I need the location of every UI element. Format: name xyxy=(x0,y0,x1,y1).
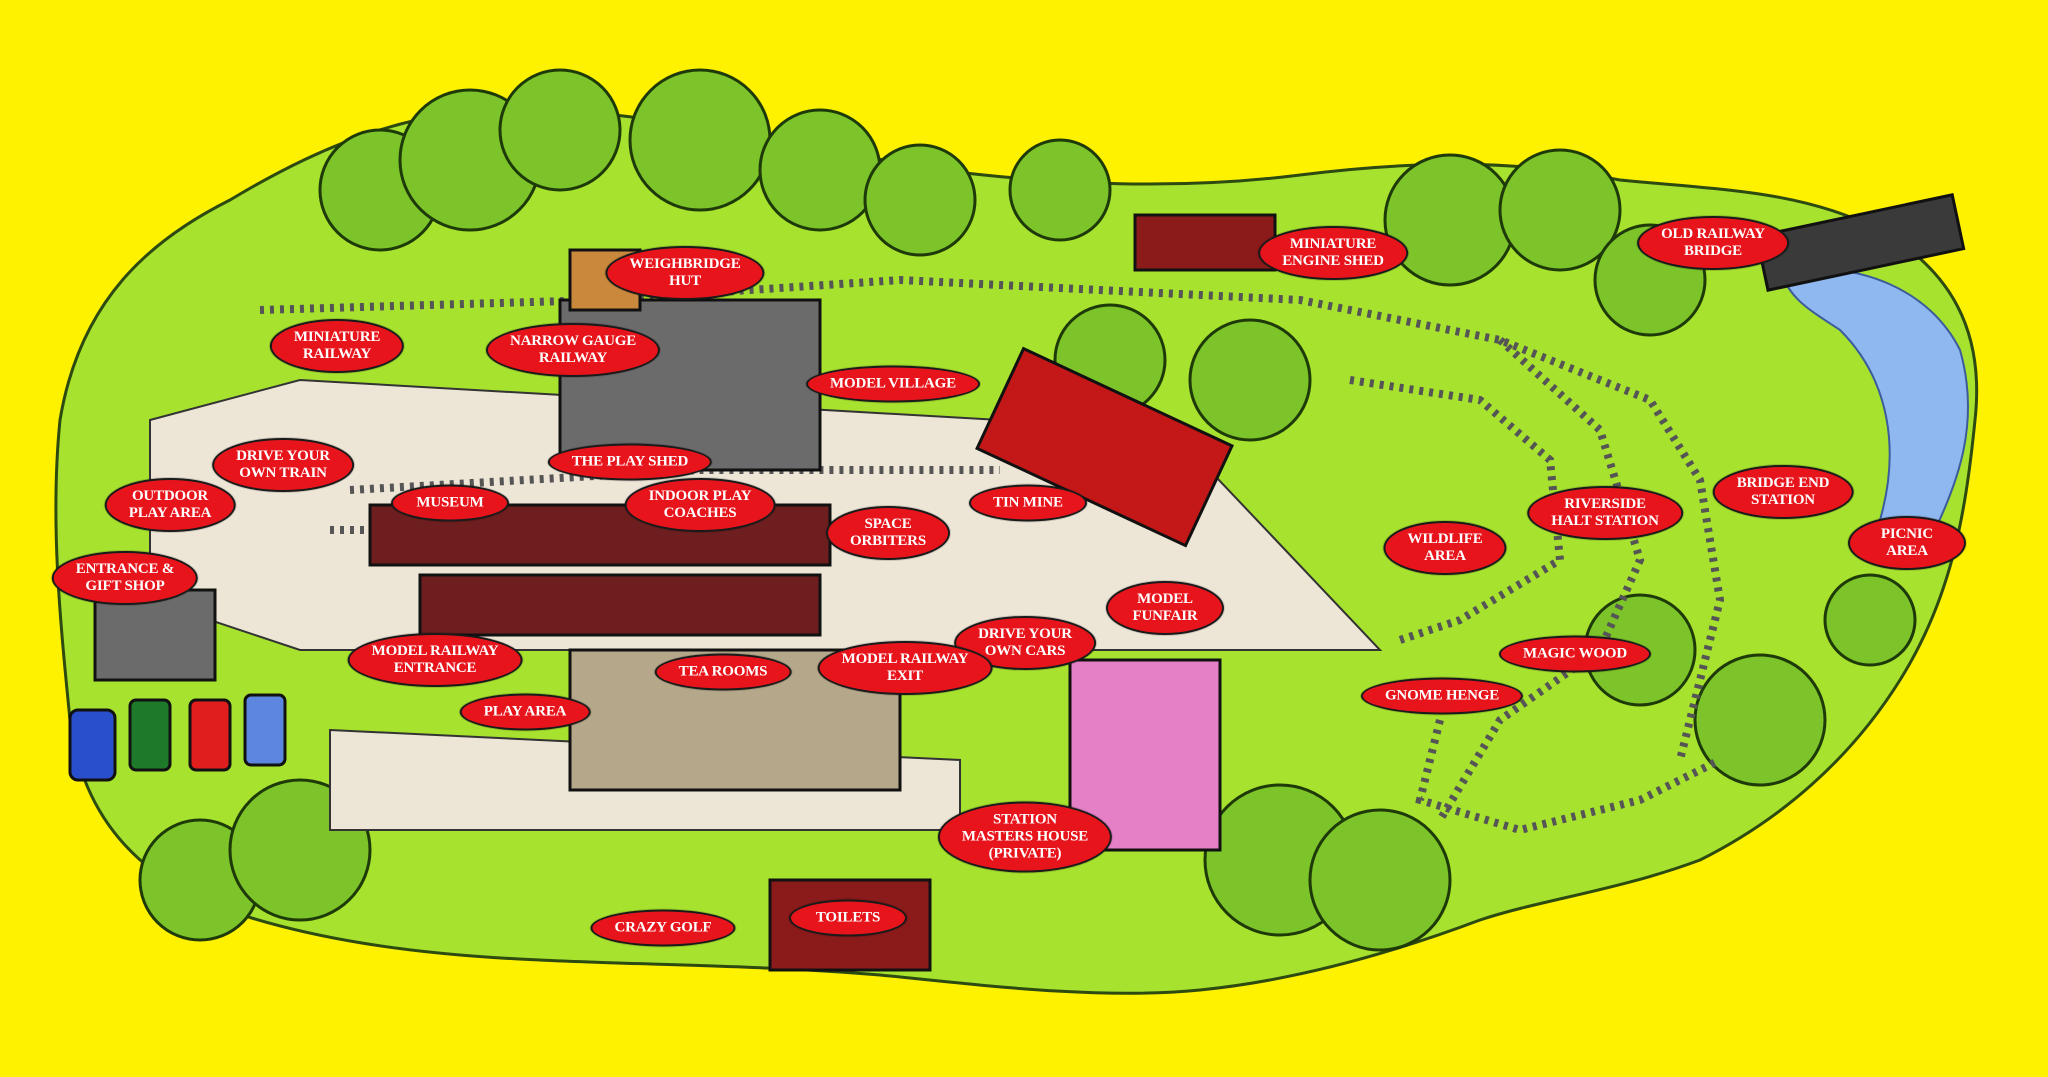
map-label-model-village[interactable]: MODEL VILLAGE xyxy=(806,365,980,403)
engine-shed-building xyxy=(1133,213,1277,272)
map-label-museum[interactable]: MUSEUM xyxy=(391,484,509,522)
map-label-wildlife-area[interactable]: WILDLIFE AREA xyxy=(1383,521,1507,575)
map-label-tea-rooms[interactable]: TEA ROOMS xyxy=(654,653,792,691)
map-label-gnome-henge[interactable]: GNOME HENGE xyxy=(1360,677,1524,715)
map-label-riverside-halt-station[interactable]: RIVERSIDE HALT STATION xyxy=(1527,486,1683,540)
map-label-picnic-area[interactable]: PICNIC AREA xyxy=(1848,516,1966,570)
map-label-model-funfair[interactable]: MODEL FUNFAIR xyxy=(1106,581,1224,635)
map-label-drive-your-own-train[interactable]: DRIVE YOUR OWN TRAIN xyxy=(212,438,354,492)
map-label-space-orbiters[interactable]: SPACE ORBITERS xyxy=(826,506,950,560)
map-label-toilets[interactable]: TOILETS xyxy=(789,899,907,937)
map-label-miniature-engine-shed[interactable]: MINIATURE ENGINE SHED xyxy=(1258,226,1408,280)
map-label-station-masters-house[interactable]: STATION MASTERS HOUSE (PRIVATE) xyxy=(937,801,1113,873)
map-label-tin-mine[interactable]: TIN MINE xyxy=(969,484,1087,522)
map-label-model-railway-entrance[interactable]: MODEL RAILWAY ENTRANCE xyxy=(347,633,523,687)
map-label-entrance-gift-shop[interactable]: ENTRANCE & GIFT SHOP xyxy=(51,551,199,605)
map-label-the-play-shed[interactable]: THE PLAY SHED xyxy=(547,443,713,481)
coaches-lower xyxy=(418,573,822,637)
map-label-miniature-railway[interactable]: MINIATURE RAILWAY xyxy=(269,319,405,373)
map-label-magic-wood[interactable]: MAGIC WOOD xyxy=(1499,635,1651,673)
map-label-crazy-golf[interactable]: CRAZY GOLF xyxy=(590,909,736,947)
map-label-outdoor-play-area[interactable]: OUTDOOR PLAY AREA xyxy=(104,478,236,532)
map-label-play-area[interactable]: PLAY AREA xyxy=(459,693,591,731)
map-label-model-railway-exit[interactable]: MODEL RAILWAY EXIT xyxy=(817,641,993,695)
map-label-indoor-play-coaches[interactable]: INDOOR PLAY COACHES xyxy=(624,478,776,532)
map-label-old-railway-bridge[interactable]: OLD RAILWAY BRIDGE xyxy=(1637,216,1789,270)
parked-cars xyxy=(68,693,287,782)
map-label-narrow-gauge-railway[interactable]: NARROW GAUGE RAILWAY xyxy=(485,323,661,377)
map-label-bridge-end-station[interactable]: BRIDGE END STATION xyxy=(1712,465,1854,519)
map-label-weighbridge-hut[interactable]: WEIGHBRIDGE HUT xyxy=(605,246,765,300)
